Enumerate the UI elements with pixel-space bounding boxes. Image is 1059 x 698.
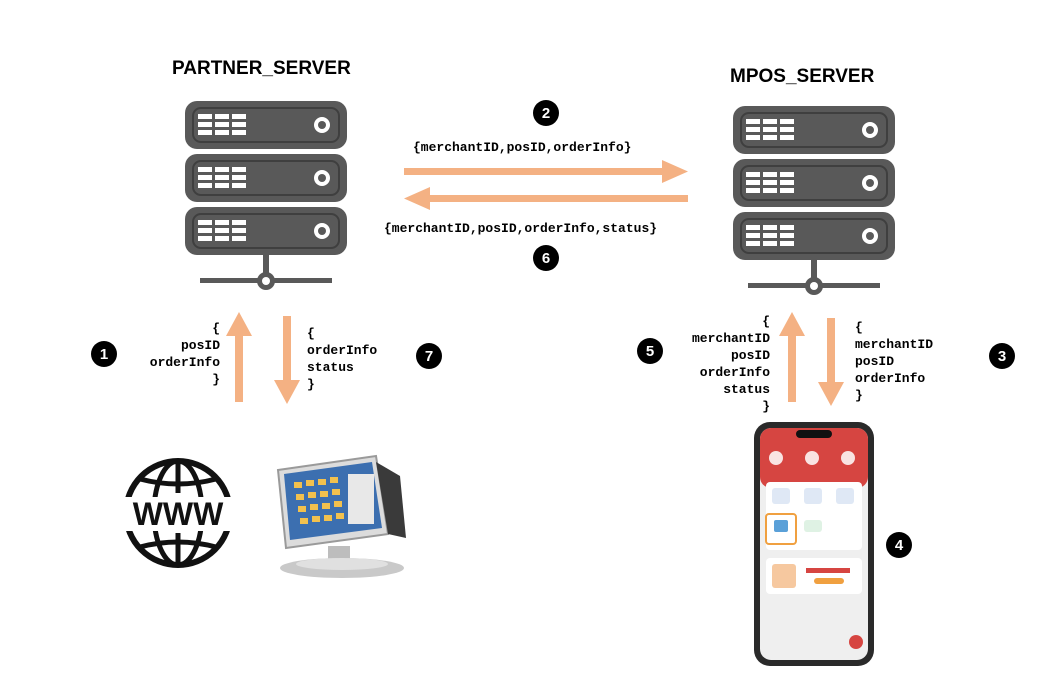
arrow-left-step6 bbox=[404, 187, 688, 210]
message-step6: {merchantID,posID,orderInfo,status} bbox=[384, 221, 658, 236]
step-badge-6: 6 bbox=[533, 245, 559, 271]
partner-server-icon bbox=[185, 101, 347, 290]
arrow-up-step5 bbox=[779, 312, 805, 402]
globe-www-label: WWW bbox=[133, 496, 224, 532]
message-step1: { posID orderInfo } bbox=[149, 321, 220, 387]
step-badge-2: 2 bbox=[533, 100, 559, 126]
arrow-down-step7 bbox=[274, 316, 300, 404]
message-step3: { merchantID posID orderInfo } bbox=[855, 320, 934, 403]
message-step7: { orderInfo status } bbox=[307, 326, 378, 392]
mobile-phone-icon bbox=[754, 422, 874, 666]
arrow-right-step2 bbox=[404, 160, 688, 183]
mpos-server-title: MPOS_SERVER bbox=[730, 66, 875, 87]
step-badge-5: 5 bbox=[637, 338, 663, 364]
globe-icon: WWW bbox=[120, 458, 236, 568]
pos-terminal-icon bbox=[276, 454, 406, 578]
partner-server-title: PARTNER_SERVER bbox=[172, 58, 351, 79]
mpos-server-icon bbox=[733, 106, 895, 295]
arrow-up-step1 bbox=[226, 312, 252, 402]
message-step5: { merchantID posID orderInfo status } bbox=[691, 314, 770, 414]
step-badge-1: 1 bbox=[91, 341, 117, 367]
message-step2: {merchantID,posID,orderInfo} bbox=[413, 140, 632, 155]
step-badge-4: 4 bbox=[886, 532, 912, 558]
arrow-down-step3 bbox=[818, 318, 844, 406]
step-badge-7: 7 bbox=[416, 343, 442, 369]
step-badge-3: 3 bbox=[989, 343, 1015, 369]
